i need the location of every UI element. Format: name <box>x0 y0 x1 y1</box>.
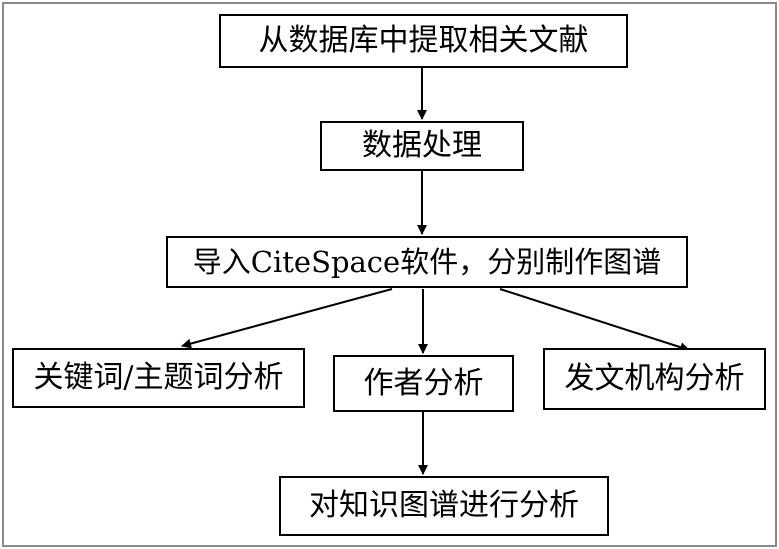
step-extract-label: 从数据库中提取相关文献 <box>258 23 589 58</box>
step-analyze-knowledge-map: 对知识图谱进行分析 <box>279 476 609 536</box>
step-institution-analysis: 发文机构分析 <box>543 348 766 410</box>
step-import-citespace: 导入CiteSpace软件，分别制作图谱 <box>166 236 688 288</box>
step-data-processing: 数据处理 <box>320 121 524 171</box>
step-process-label: 数据处理 <box>362 128 482 163</box>
step-analyze-label: 对知识图谱进行分析 <box>309 488 579 523</box>
step-keyword-analysis: 关键词/主题词分析 <box>12 348 305 408</box>
step-author-analysis: 作者分析 <box>333 355 514 412</box>
step-author-label: 作者分析 <box>363 365 484 401</box>
step-extract-literature: 从数据库中提取相关文献 <box>219 14 628 68</box>
step-institution-label: 发文机构分析 <box>564 361 745 396</box>
arrow-import-to-keyword <box>181 288 393 349</box>
arrow-import-to-institution <box>499 288 690 352</box>
step-import-label: 导入CiteSpace软件，分别制作图谱 <box>192 244 662 279</box>
step-keyword-label: 关键词/主题词分析 <box>33 360 284 395</box>
